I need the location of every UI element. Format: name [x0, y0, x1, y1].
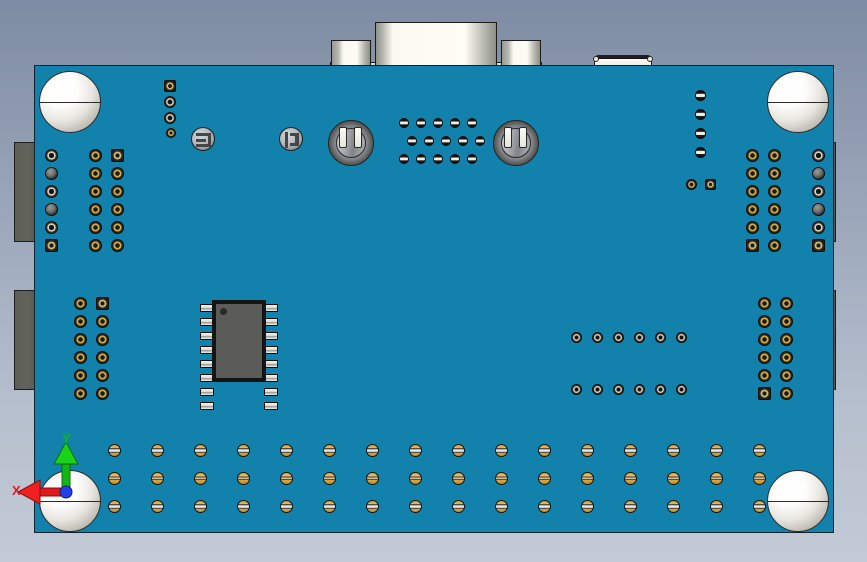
db-connector-shell: [375, 22, 497, 66]
capacitor-terminal-2: [353, 127, 362, 149]
round-smd-component-right: [279, 127, 303, 151]
capacitor-terminal-1: [339, 127, 348, 149]
capacitor-terminal-1: [504, 127, 513, 149]
db-jackscrew-right: [501, 40, 541, 66]
axis-arrows-icon: [16, 440, 79, 505]
coordinate-axis-indicator[interactable]: Y X: [8, 432, 80, 508]
jumper-ear-left: [593, 56, 599, 62]
round-smd-component-left: [191, 127, 215, 151]
jumper-ear-right: [647, 56, 653, 62]
axis-y-label: Y: [62, 431, 71, 446]
electrolytic-capacitor-c2: [493, 120, 539, 166]
mounting-hole-bottom-right: [767, 470, 829, 532]
mounting-hole-top-right: [767, 71, 829, 133]
ic-package-body: [212, 300, 266, 382]
axis-x-label: X: [12, 483, 21, 498]
printed-circuit-board[interactable]: [34, 65, 834, 533]
db-jackscrew-left: [331, 40, 371, 66]
mounting-hole-top-left: [39, 71, 101, 133]
db9-serial-connector[interactable]: [330, 18, 542, 72]
electrolytic-capacitor-c1: [328, 120, 374, 166]
jumper-top-bar: [596, 55, 650, 59]
capacitor-terminal-2: [518, 127, 527, 149]
